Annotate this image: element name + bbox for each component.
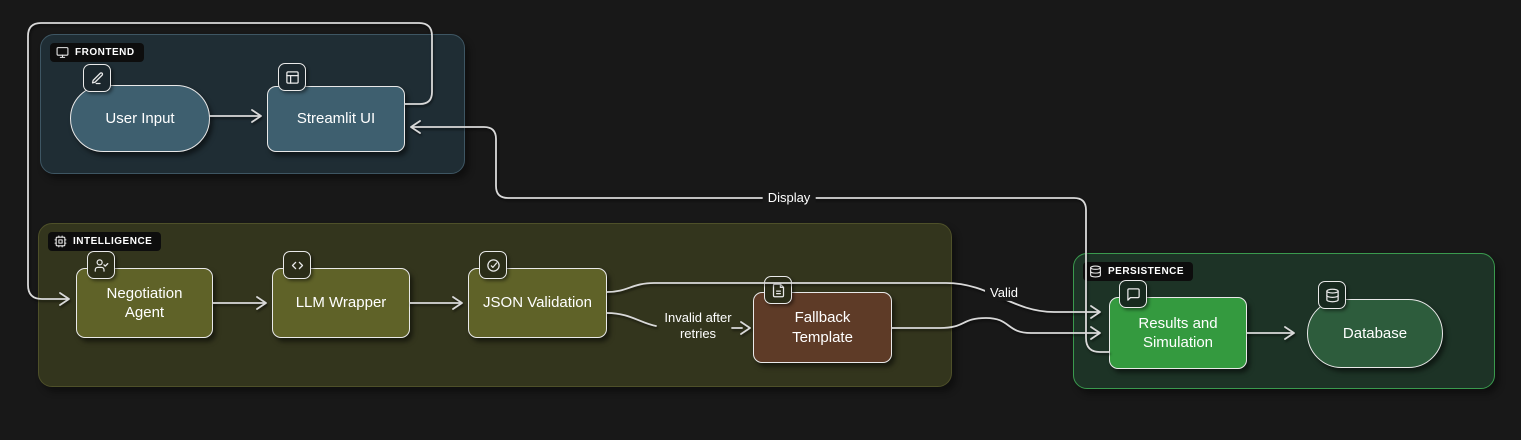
node-database-badge[interactable] [1318,281,1346,309]
check-circle-icon [486,258,500,272]
node-streamlit-ui-label: Streamlit UI [296,110,376,128]
node-streamlit-ui[interactable]: Streamlit UI [267,86,405,152]
node-user-input-badge[interactable] [83,64,111,92]
edge-fallback-to-results[interactable] [891,317,1101,340]
node-results-simulation[interactable]: Results and Simulation [1109,297,1247,369]
node-llm-wrapper-label: LLM Wrapper [295,294,387,312]
group-frontend-badge[interactable]: FRONTEND [50,43,144,62]
node-llm-wrapper[interactable]: LLM Wrapper [272,268,410,338]
edge-label-valid[interactable]: Valid [985,284,1023,302]
group-intelligence-badge[interactable]: INTELLIGENCE [48,232,162,251]
layout-icon [285,70,299,84]
group-frontend-label: FRONTEND [75,46,135,58]
edge-streamlit-ui-to-negotiation-agent[interactable] [27,22,433,306]
edge-negotiation-agent-to-llm-wrapper[interactable] [212,296,267,310]
edge-json-validation-to-fallback-invalid[interactable] [606,312,751,335]
node-database[interactable]: Database [1307,299,1443,368]
node-fallback-template[interactable]: Fallback Template [753,292,892,363]
group-persistence-label: PERSISTENCE [1108,265,1185,277]
user-check-icon [94,258,108,272]
node-streamlit-ui-badge[interactable] [278,63,306,91]
group-intelligence-label: INTELLIGENCE [73,235,153,247]
edge-results-to-database[interactable] [1246,326,1295,340]
database-icon [1090,265,1101,278]
edge-user-input-to-streamlit-ui[interactable] [209,109,262,123]
node-results-simulation-label: Results and Simulation [1138,314,1218,352]
database-icon [1325,288,1339,302]
cpu-icon [54,235,67,248]
node-negotiation-agent-badge[interactable] [87,251,115,279]
node-fallback-template-badge[interactable] [764,276,792,304]
code-icon [291,261,303,269]
edge-json-validation-to-results-valid[interactable] [606,282,1101,319]
node-llm-wrapper-badge[interactable] [283,251,311,279]
edge-llm-wrapper-to-json-validation[interactable] [409,296,463,310]
node-json-validation-badge[interactable] [479,251,507,279]
node-negotiation-agent[interactable]: Negotiation Agent [76,268,213,338]
node-results-simulation-badge[interactable] [1119,280,1147,308]
monitor-icon [56,47,69,58]
edge-label-display[interactable]: Display [762,189,816,207]
node-fallback-template-label: Fallback Template [792,309,853,346]
node-json-validation[interactable]: JSON Validation [468,268,607,338]
edge-label-invalid-after-retries[interactable]: Invalid after retries [664,309,732,341]
file-text-icon [772,283,784,297]
node-user-input-label: User Input [105,109,175,127]
node-negotiation-agent-label: Negotiation Agent [106,284,183,322]
group-persistence-badge[interactable]: PERSISTENCE [1083,262,1194,281]
node-json-validation-label: JSON Validation [483,294,592,312]
edge-results-to-streamlit-display[interactable] [410,120,1110,353]
pencil-icon [91,71,103,84]
message-icon [1126,287,1140,301]
node-database-label: Database [1342,324,1408,342]
node-user-input[interactable]: User Input [70,85,210,152]
